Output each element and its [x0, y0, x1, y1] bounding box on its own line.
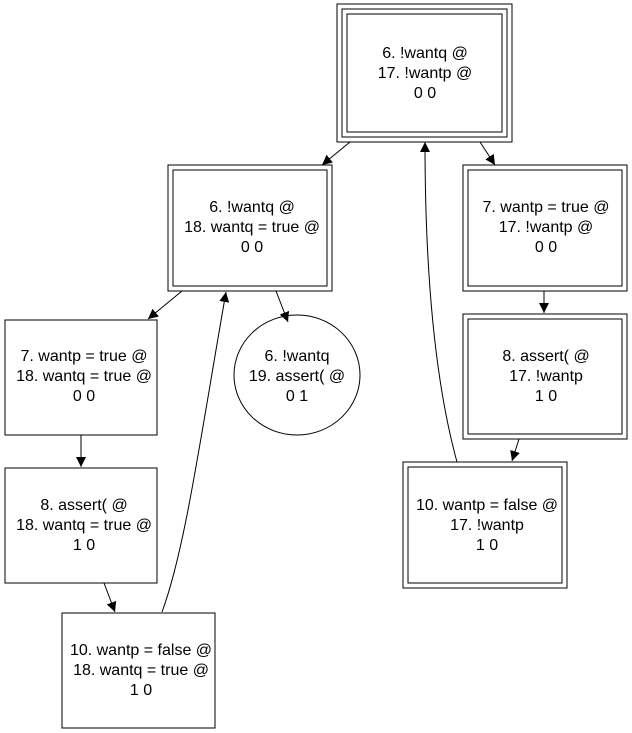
- state-node-4: 7. wantp = true @ 18. wantq = true @ 0 0: [4, 319, 158, 436]
- state-node-1: 6. !wantq @ 17. !wantp @ 0 0: [336, 3, 513, 143]
- node-9-line-1: 10. wantp = false @: [70, 642, 212, 659]
- node-9-line-2: 18. wantq = true @: [73, 662, 209, 679]
- node-8-line-2: 17. !wantp: [450, 517, 524, 534]
- edge-n1-n2: [321, 141, 351, 166]
- state-node-5: 6. !wantq 19. assert( @ 0 1: [233, 314, 361, 436]
- node-9-line-3: 1 0: [130, 682, 152, 699]
- edge-n2-n5: [275, 290, 290, 323]
- node-1-line-1: 6. !wantq @: [382, 45, 468, 62]
- node-4-line-1: 7. wantp = true @: [21, 348, 148, 365]
- node-2-line-1: 6. !wantq @: [209, 199, 295, 216]
- node-1-line-2: 17. !wantp @: [378, 65, 473, 82]
- node-8-line-3: 1 0: [476, 537, 498, 554]
- edge-n9-n2: [161, 291, 230, 613]
- edge-n8-n1: [420, 141, 458, 463]
- node-8-line-1: 10. wantp = false @: [416, 497, 558, 514]
- node-3-line-2: 17. !wantp @: [499, 219, 594, 236]
- node-5-line-1: 6. !wantq: [265, 348, 330, 365]
- state-node-2: 6. !wantq @ 18. wantq = true @ 0 0: [167, 164, 333, 292]
- node-6-line-2: 17. !wantp: [509, 368, 583, 385]
- node-7-line-3: 1 0: [73, 537, 95, 554]
- node-6-line-3: 1 0: [535, 388, 557, 405]
- node-3-line-1: 7. wantp = true @: [483, 199, 610, 216]
- node-7-line-2: 18. wantq = true @: [16, 517, 152, 534]
- state-node-6: 8. assert( @ 17. !wantp 1 0: [462, 313, 628, 440]
- edge-n1-n3: [479, 141, 496, 166]
- state-node-8: 10. wantp = false @ 17. !wantp 1 0: [402, 461, 568, 589]
- node-1-line-3: 0 0: [414, 85, 436, 102]
- node-2-line-2: 18. wantq = true @: [184, 219, 320, 236]
- state-node-7: 8. assert( @ 18. wantq = true @ 1 0: [4, 467, 158, 584]
- node-2-line-3: 0 0: [241, 239, 263, 256]
- node-4-line-3: 0 0: [73, 388, 95, 405]
- state-node-3: 7. wantp = true @ 17. !wantp @ 0 0: [462, 164, 628, 292]
- edge-n6-n8: [510, 438, 520, 462]
- node-4-line-2: 18. wantq = true @: [16, 368, 152, 385]
- node-5-line-3: 0 1: [286, 388, 308, 405]
- node-7-line-1: 8. assert( @: [40, 497, 127, 514]
- state-node-9: 10. wantp = false @ 18. wantq = true @ 1…: [61, 612, 216, 729]
- edges: [76, 141, 549, 613]
- node-5-line-2: 19. assert( @: [249, 368, 345, 385]
- edge-n2-n4: [147, 290, 183, 320]
- node-3-line-3: 0 0: [535, 239, 557, 256]
- node-6-line-1: 8. assert( @: [502, 348, 589, 365]
- edge-n7-n9: [103, 582, 117, 613]
